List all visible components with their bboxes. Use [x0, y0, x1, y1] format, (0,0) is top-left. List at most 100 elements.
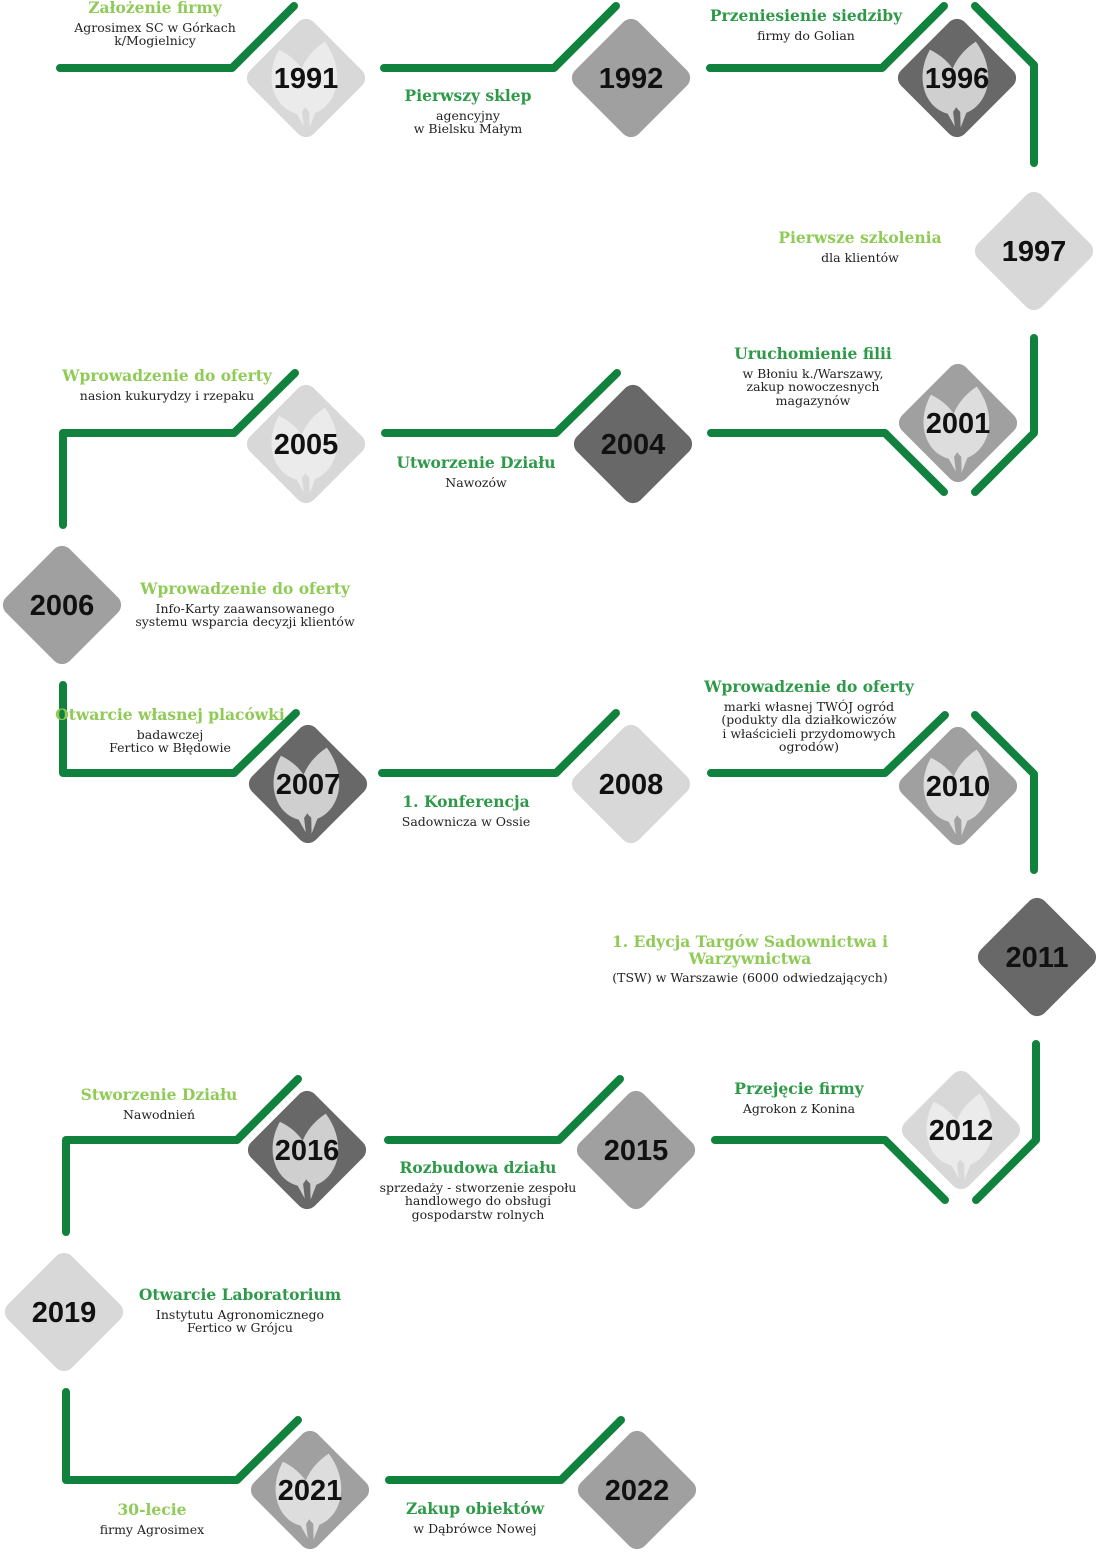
event-label: 1. Edycja Targów Sadownictwa i Warzywnic… [600, 932, 900, 986]
milestone-year: 2005 [274, 429, 339, 461]
event-title: Pierwsze szkolenia [778, 228, 942, 247]
timeline-connector [62, 1388, 302, 1484]
leaf-icon [923, 749, 990, 836]
leaf-icon [922, 41, 989, 128]
event-title: 1. Konferencja [402, 792, 530, 811]
event-title: Utworzenie Działu [396, 453, 556, 472]
milestone-1996: 1996 [897, 18, 1017, 138]
event-description: badawczej Fertico w Błędowie [109, 726, 231, 756]
milestone-diamond [2, 545, 122, 665]
event-title: 30-lecie [117, 1500, 187, 1519]
milestone-year: 1991 [274, 63, 339, 95]
event-description: (TSW) w Warszawie (6000 odwiedzających) [612, 970, 888, 986]
event-title: Zakup obiektów [405, 1499, 545, 1518]
event-description: Instytutu Agronomicznego Fertico w Grójc… [155, 1306, 325, 1336]
event-description: Agrokon z Konina [742, 1100, 856, 1116]
timeline-connector [706, 2, 948, 72]
milestone-year: 2010 [926, 771, 991, 803]
leaf-icon [271, 407, 338, 494]
milestone-2008: 2008 [571, 724, 691, 844]
timeline-connector [59, 681, 300, 777]
timeline-connectors [56, 2, 1040, 1484]
milestone-year: 2007 [276, 769, 341, 801]
timeline-connector [971, 711, 1038, 874]
event-title: 1. Edycja Targów Sadownictwa i Warzywnic… [611, 932, 889, 968]
milestone-year: 2016 [275, 1135, 340, 1167]
milestone-diamond [974, 191, 1094, 311]
milestone-diamond [977, 897, 1097, 1017]
milestone-year: 2012 [929, 1115, 994, 1147]
milestone-2016: 2016 [247, 1090, 367, 1210]
event-title: Przeniesienie siedziby [709, 6, 903, 25]
milestone-diamond [573, 384, 693, 504]
event-description: Info-Karty zaawansowanego systemu wsparc… [135, 600, 355, 630]
event-label: 30-lecie firmy Agrosimex [2, 1500, 302, 1537]
milestone-2019: 2019 [4, 1252, 124, 1372]
timeline-connector [711, 1136, 949, 1204]
milestone-year: 2011 [1006, 942, 1069, 974]
milestone-diamond [576, 1090, 696, 1210]
event-title: Założenie firmy [88, 0, 222, 17]
event-title: Otwarcie Laboratorium [138, 1285, 342, 1304]
milestone-2004: 2004 [573, 384, 693, 504]
event-description: firmy do Golian [757, 27, 855, 43]
timeline-connector [378, 709, 620, 777]
leaf-icon [923, 386, 990, 473]
event-title: Wprowadzenie do oferty [62, 366, 272, 385]
milestone-1992: 1992 [571, 18, 691, 138]
event-title: Stworzenie Działu [80, 1085, 238, 1104]
event-description: firmy Agrosimex [99, 1521, 205, 1537]
milestone-2006: 2006 [2, 545, 122, 665]
timeline-connector [59, 369, 299, 529]
timeline-connector [56, 2, 298, 72]
milestone-year: 2019 [32, 1297, 97, 1329]
timeline-connector [972, 1040, 1040, 1204]
event-title: Rozbudowa działu [399, 1158, 557, 1177]
milestone-year: 1992 [599, 63, 664, 95]
leaf-icon [275, 1453, 342, 1540]
milestone-diamonds: 1991 1992 1996 1997 2001 2004 2005 2006 2007 2008… [2, 18, 1097, 1550]
event-title: Wprowadzenie do oferty [140, 579, 350, 598]
timeline-connector [381, 369, 621, 437]
event-title: Otwarcie własnej placówki [55, 705, 285, 724]
leaf-icon [272, 1113, 339, 1200]
milestone-2011: 2011 [977, 897, 1097, 1017]
milestone-2010: 2010 [898, 726, 1018, 846]
event-label: Otwarcie własnej placówki badawczej Ferti… [20, 705, 320, 756]
milestone-diamond [571, 18, 691, 138]
event-description: Agrosimex SC w Górkach k/Mogielnicy [74, 19, 236, 49]
timeline-connector [380, 2, 620, 72]
milestone-2005: 2005 [246, 384, 366, 504]
milestone-2007: 2007 [248, 724, 368, 844]
milestone-year: 2006 [30, 590, 95, 622]
milestone-diamond [571, 724, 691, 844]
leaf-icon [271, 41, 338, 128]
timeline-connector [971, 334, 1038, 496]
event-title: Wprowadzenie do oferty [704, 677, 914, 696]
milestone-year: 2015 [604, 1135, 669, 1167]
event-description: Sadownicza w Ossie [401, 813, 531, 829]
event-description: nasion kukurydzy i rzepaku [79, 387, 255, 403]
leaf-icon [273, 747, 340, 834]
milestone-1997: 1997 [974, 191, 1094, 311]
event-title: Pierwszy sklep [404, 86, 532, 105]
event-title: Przejęcie firmy [734, 1079, 864, 1098]
milestone-year: 1996 [925, 63, 990, 95]
event-label: Przeniesienie siedziby firmy do Golian [656, 6, 956, 43]
milestone-2001: 2001 [898, 363, 1018, 483]
milestone-year: 1997 [1002, 236, 1067, 268]
